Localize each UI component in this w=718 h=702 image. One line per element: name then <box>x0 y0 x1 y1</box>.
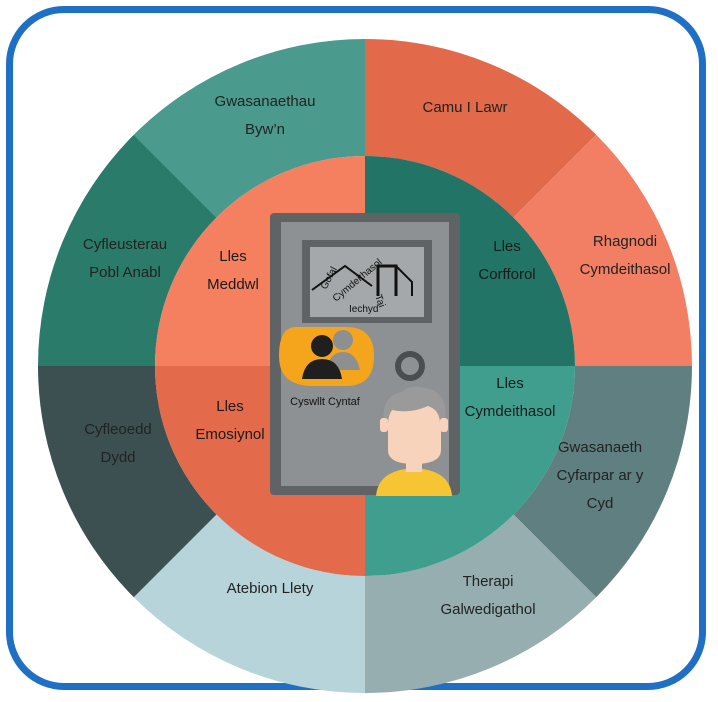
outer-segment-label-line: Pobl Anabl <box>89 264 161 281</box>
inner-segment-label-line: Corfforol <box>478 266 535 283</box>
outer-segment-label-line: Cyfarpar ar y <box>557 467 644 484</box>
inner-segment-label-line: Lles <box>496 375 524 392</box>
sign-word-iechyd: Iechyd <box>349 304 378 315</box>
roof-icon <box>311 264 373 291</box>
outer-segment-label-line: Rhagnodi <box>593 233 657 250</box>
people-icon <box>302 330 360 379</box>
outer-segment-label-line: Cyfleusterau <box>83 236 167 253</box>
outer-segment-label-line: Dydd <box>100 449 135 466</box>
outer-segment <box>133 514 365 693</box>
outer-segment <box>365 39 597 218</box>
outer-segment <box>38 366 217 598</box>
outer-segment-label-line: Gwasanaeth <box>558 439 642 456</box>
sign-word-tai: Tai <box>372 293 387 309</box>
outer-segment-label-line: Galwedigathol <box>440 601 535 618</box>
outer-segment-label-line: Atebion Llety <box>227 580 314 597</box>
outer-segment <box>38 134 217 366</box>
door-knob-icon <box>395 351 425 381</box>
outer-segment-label-line: Byw’n <box>245 121 285 138</box>
inner-segment-label-line: Lles <box>219 248 247 265</box>
outer-segment-label-line: Gwasanaethau <box>215 93 316 110</box>
first-contact-label: Cyswllt Cyntaf <box>290 396 361 408</box>
outer-segment-label-line: Cyd <box>587 495 614 512</box>
inner-segment-label-line: Lles <box>216 398 244 415</box>
inner-segment-label-line: Emosiynol <box>195 426 264 443</box>
outer-segment-label-line: Camu I Lawr <box>422 99 507 116</box>
outer-segment-label-line: Cymdeithasol <box>580 261 671 278</box>
inner-segment-label-line: Cymdeithasol <box>465 403 556 420</box>
outer-segment-label-line: Cyfleoedd <box>84 421 152 438</box>
roof-edge-icon <box>395 265 413 296</box>
outer-segment <box>513 134 692 366</box>
outer-segment <box>365 514 597 693</box>
inner-segment-label-line: Meddwl <box>207 276 259 293</box>
inner-segment-label-line: Lles <box>493 238 521 255</box>
person-avatar-icon <box>376 386 452 496</box>
outer-segment <box>513 366 692 598</box>
outer-segment-label-line: Therapi <box>463 573 514 590</box>
house-wall-icon <box>376 264 398 296</box>
first-contact-bubble: Cyswllt Cyntaf <box>279 327 374 408</box>
outer-segment <box>133 39 365 218</box>
